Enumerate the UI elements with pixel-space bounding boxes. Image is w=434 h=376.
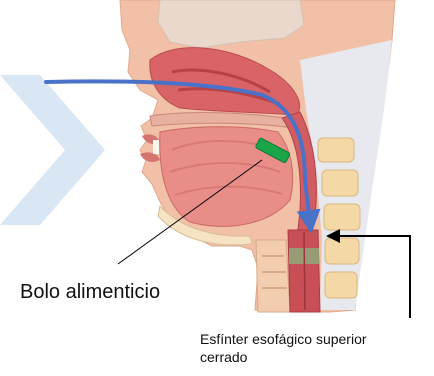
sphincter-label-line-1: Esfínter esofágico superior	[200, 330, 367, 348]
bolus-label: Bolo alimenticio	[20, 281, 160, 304]
vertebra	[318, 138, 354, 162]
background-chevron	[0, 75, 105, 225]
vertebra	[325, 238, 359, 264]
vertebra	[322, 170, 358, 196]
sphincter-label-line-2: cerrado	[200, 348, 367, 366]
head-cross-section	[120, 0, 395, 312]
vertebra	[325, 272, 357, 298]
sphincter-label: Esfínter esofágico superior cerrado	[200, 330, 367, 366]
vertebra	[324, 204, 360, 230]
